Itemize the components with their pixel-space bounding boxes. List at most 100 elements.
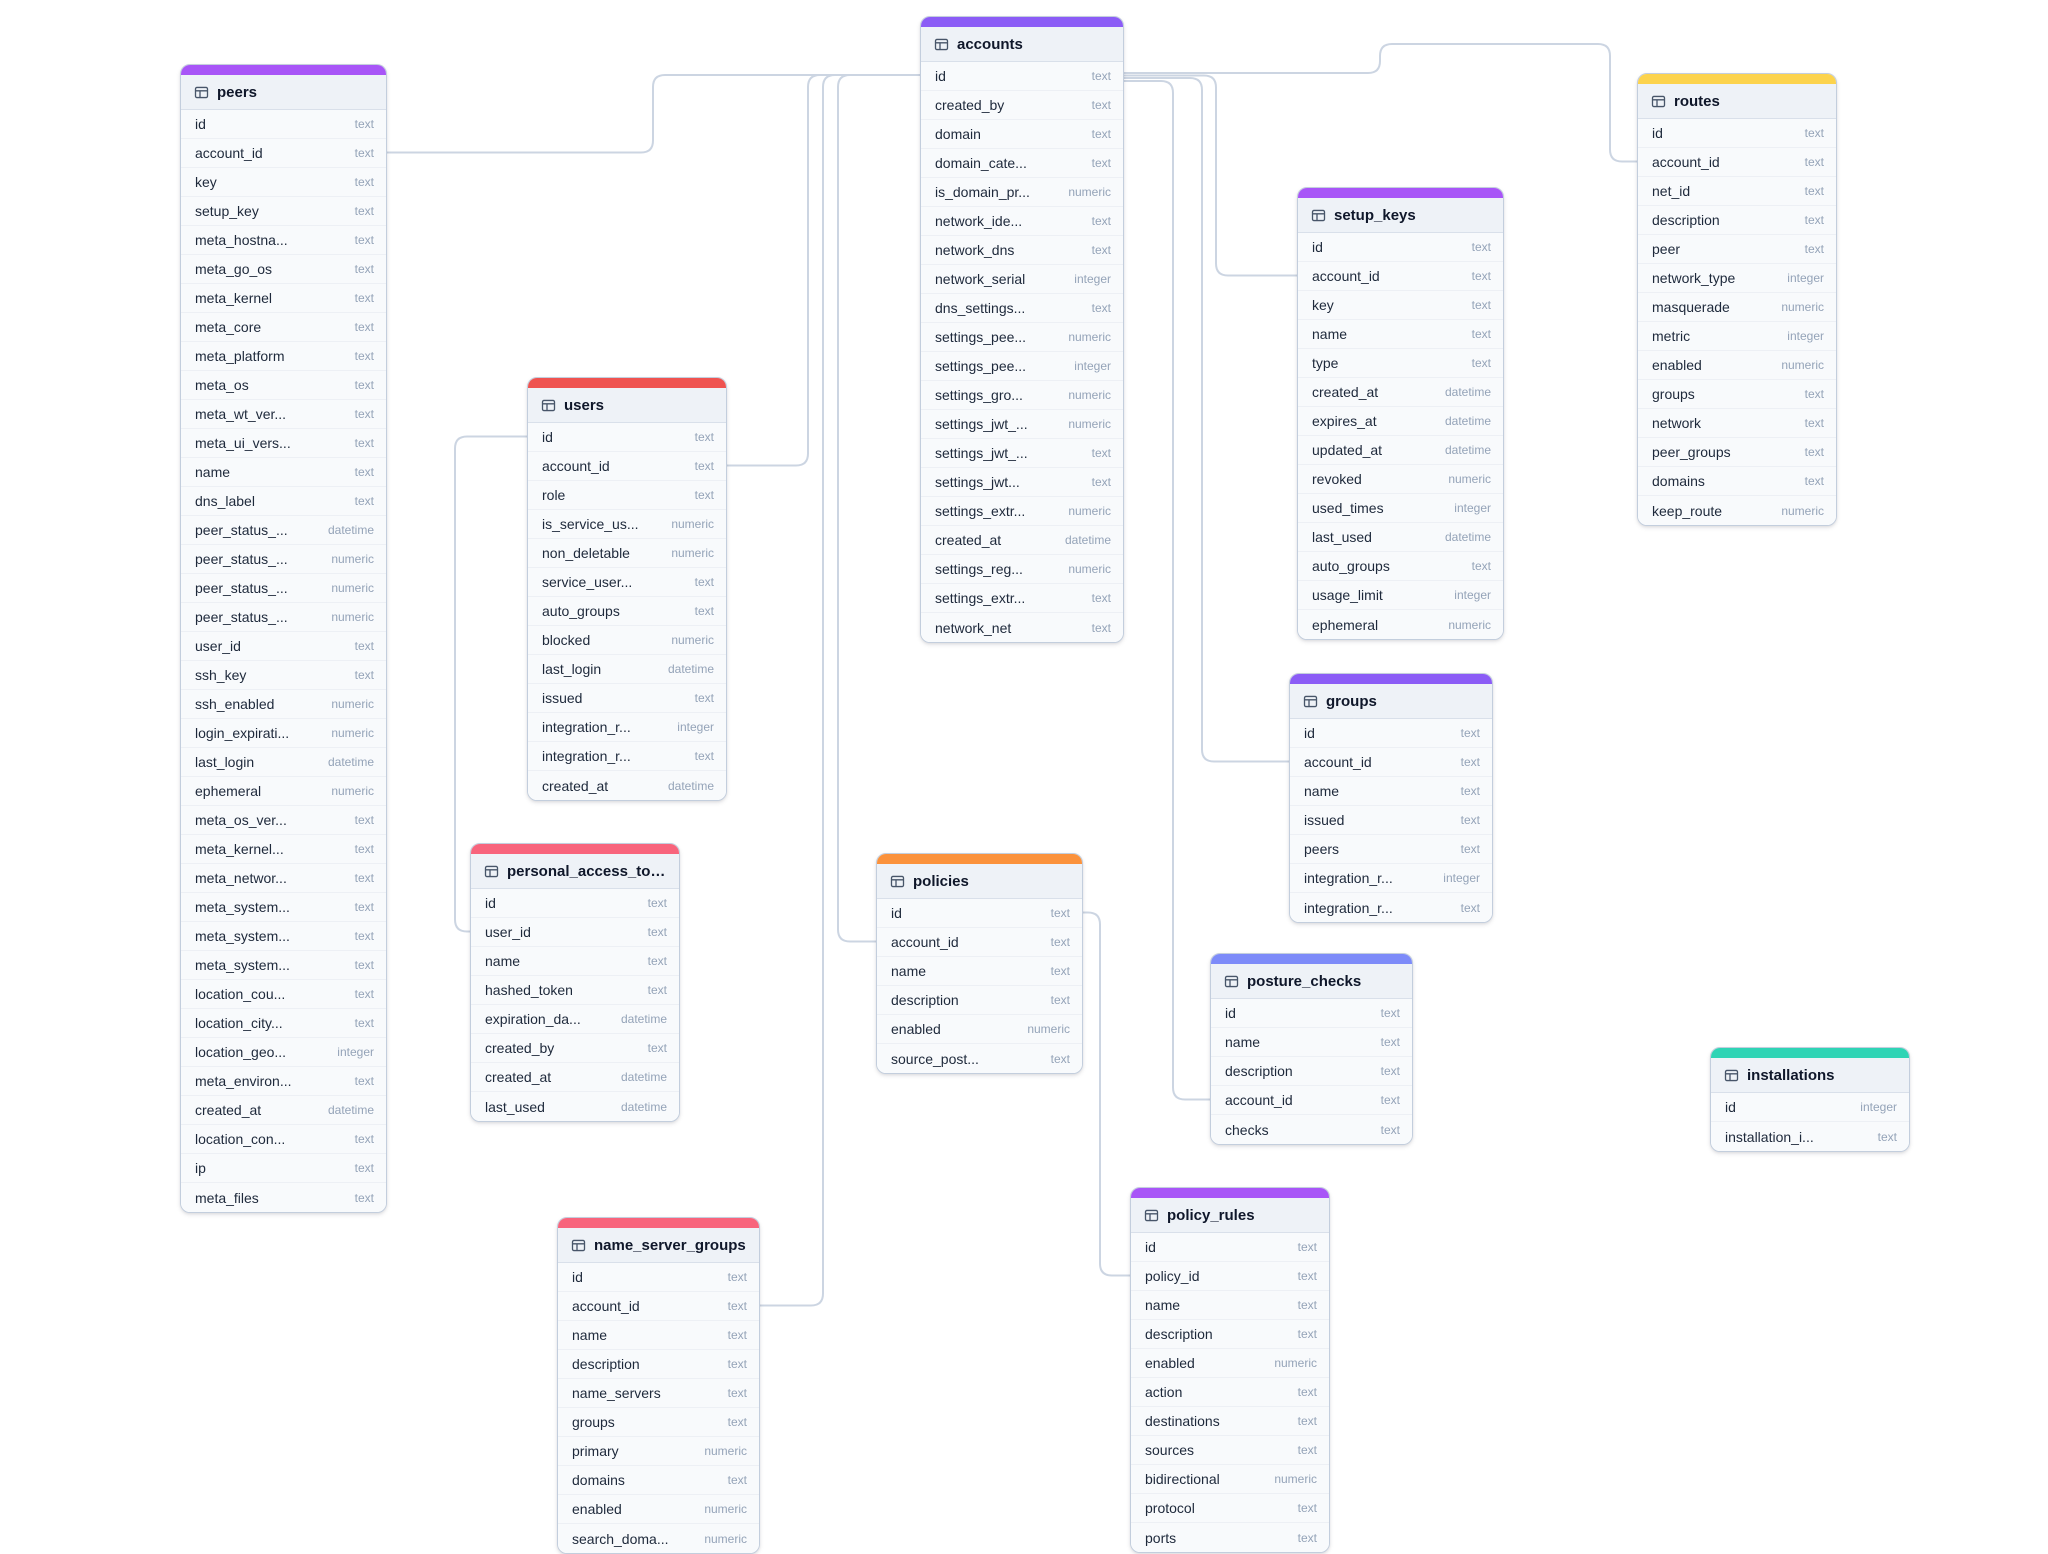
table-header[interactable]: policies xyxy=(877,864,1082,899)
field-type: numeric xyxy=(1781,503,1824,518)
field-type: text xyxy=(647,896,667,910)
field-name: name xyxy=(1145,1297,1181,1313)
table-row: search_doma...numeric xyxy=(558,1524,759,1553)
field-name: type xyxy=(1312,355,1339,371)
field-type: text xyxy=(694,430,714,444)
field-type: text xyxy=(1050,964,1070,978)
field-type: text xyxy=(1091,69,1111,83)
field-type: text xyxy=(1460,755,1480,769)
field-type: text xyxy=(1804,445,1824,459)
table-header[interactable]: users xyxy=(528,388,726,423)
table-header[interactable]: personal_access_tokens xyxy=(471,854,679,889)
field-type: text xyxy=(1091,243,1111,257)
field-name: id xyxy=(542,429,553,445)
table-row: meta_os_ver...text xyxy=(181,806,386,835)
field-type: text xyxy=(727,1357,747,1371)
table-row: meta_kernel...text xyxy=(181,835,386,864)
field-type: text xyxy=(1050,1051,1070,1066)
table-row: settings_gro...numeric xyxy=(921,381,1123,410)
field-type: text xyxy=(354,639,374,653)
field-type: datetime xyxy=(620,1012,667,1026)
table-row: settings_jwt_...text xyxy=(921,439,1123,468)
field-name: integration_r... xyxy=(1304,899,1393,916)
table-header[interactable]: accounts xyxy=(921,27,1123,62)
field-name: integration_r... xyxy=(1304,870,1393,886)
field-type: numeric xyxy=(1781,300,1824,314)
field-type: text xyxy=(1804,126,1824,140)
table-header[interactable]: peers xyxy=(181,75,386,110)
field-type: datetime xyxy=(1444,414,1491,428)
table-row: meta_system...text xyxy=(181,951,386,980)
table-title: users xyxy=(564,396,605,414)
table-header[interactable]: installations xyxy=(1711,1058,1909,1093)
field-type: integer xyxy=(1074,359,1111,373)
table-icon xyxy=(1303,694,1318,709)
field-name: description xyxy=(572,1356,640,1372)
field-name: ip xyxy=(195,1160,206,1176)
table-header[interactable]: name_server_groups xyxy=(558,1228,759,1263)
field-name: source_post... xyxy=(891,1050,979,1067)
table-header[interactable]: policy_rules xyxy=(1131,1198,1329,1233)
field-type: text xyxy=(1804,474,1824,488)
field-type: numeric xyxy=(1068,504,1111,518)
field-type: text xyxy=(354,668,374,682)
table-header[interactable]: setup_keys xyxy=(1298,198,1503,233)
table-header[interactable]: posture_checks xyxy=(1211,964,1412,999)
field-name: login_expirati... xyxy=(195,725,290,741)
table-icon xyxy=(934,37,949,52)
field-name: ephemeral xyxy=(1312,616,1379,633)
field-type: text xyxy=(1091,620,1111,635)
field-name: ephemeral xyxy=(195,783,262,799)
field-type: numeric xyxy=(671,517,714,531)
table-row: meta_networ...text xyxy=(181,864,386,893)
field-type: datetime xyxy=(327,523,374,537)
field-type: text xyxy=(727,1473,747,1487)
table-header[interactable]: groups xyxy=(1290,684,1492,719)
field-type: datetime xyxy=(620,1070,667,1084)
field-type: numeric xyxy=(331,552,374,566)
table-color-strip xyxy=(1211,954,1412,964)
field-type: text xyxy=(1091,98,1111,112)
field-name: settings_jwt_... xyxy=(935,416,1028,432)
field-name: location_con... xyxy=(195,1131,286,1147)
field-name: created_at xyxy=(542,777,609,794)
field-name: is_domain_pr... xyxy=(935,184,1030,200)
table-row: meta_wt_ver...text xyxy=(181,400,386,429)
field-name: is_service_us... xyxy=(542,516,639,532)
field-type: text xyxy=(1471,559,1491,573)
field-type: text xyxy=(1804,387,1824,401)
field-type: numeric xyxy=(1068,330,1111,344)
table-header[interactable]: routes xyxy=(1638,84,1836,119)
relationship-groups.account_id-to-accounts.id xyxy=(1123,77,1290,763)
table-row: integration_r...integer xyxy=(1290,864,1492,893)
table-row: is_service_us... numeric xyxy=(528,510,726,539)
relationship-routes.account_id-to-accounts.id xyxy=(1123,43,1638,163)
field-type: text xyxy=(1471,298,1491,312)
field-type: datetime xyxy=(327,1103,374,1117)
table-personal_access_tokens[interactable]: personal_access_tokens idtextuser_idtext… xyxy=(470,843,680,1122)
